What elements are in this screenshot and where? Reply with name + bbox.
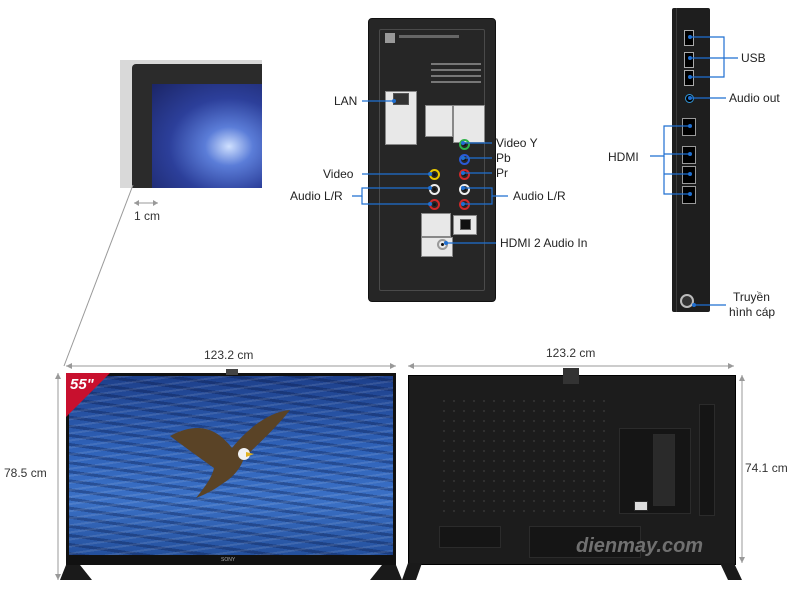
arrow-head	[134, 200, 139, 206]
dot	[688, 56, 692, 60]
hdmi-leader-4	[663, 156, 690, 195]
qr-code	[385, 33, 395, 43]
label-audio-out: Audio out	[729, 91, 780, 105]
label-coax-line1: Truyền	[733, 290, 770, 304]
back-bracket	[439, 526, 501, 548]
digital-audio-out-box	[421, 213, 451, 237]
arrow-head	[55, 373, 61, 379]
stand-foot-right	[370, 565, 402, 580]
back-side-ports	[699, 404, 715, 516]
panel-label-text	[399, 35, 459, 38]
tv-back-view	[408, 375, 736, 565]
dot	[692, 303, 696, 307]
bezel-zoom-inset	[120, 60, 262, 188]
arrow-head	[66, 363, 72, 369]
hdmi-leader-1	[650, 125, 690, 157]
panel-fine-print	[431, 75, 481, 77]
audio-lr-right-leader-bottom	[463, 196, 493, 205]
dim-front-width: 123.2 cm	[204, 348, 254, 362]
rear-connector-panel	[368, 18, 496, 302]
label-usb: USB	[741, 51, 766, 65]
watermark: dienmay.com	[576, 535, 704, 557]
lan-port	[393, 93, 409, 105]
label-audio-lr-right: Audio L/R	[513, 189, 566, 203]
size-badge-text: 55"	[70, 376, 94, 393]
dot	[461, 186, 465, 190]
arrow-head	[153, 200, 158, 206]
dot	[428, 202, 432, 206]
dot	[444, 241, 448, 245]
dot	[688, 152, 692, 156]
label-pr: Pr	[496, 166, 508, 180]
dot	[428, 172, 432, 176]
panel-fine-print	[431, 69, 481, 71]
arrow-head	[739, 375, 745, 381]
arrow-head	[390, 363, 396, 369]
tv-front-view: SONY	[66, 373, 396, 565]
panel-fine-print	[431, 63, 481, 65]
screen-corner	[152, 84, 262, 188]
dot	[688, 172, 692, 176]
stand-foot-left	[60, 565, 92, 580]
label-hdmi2-audio-in: HDMI 2 Audio In	[500, 236, 588, 250]
optical-port	[460, 219, 471, 230]
back-stand-foot-right	[720, 563, 742, 580]
side-panel-edge	[676, 8, 677, 312]
audio-lr-right-leader-top	[463, 187, 508, 197]
dot	[688, 124, 692, 128]
audio-lr-left-leader-top	[352, 187, 430, 197]
label-video-y: Video Y	[496, 136, 538, 150]
arrow-head	[728, 363, 734, 369]
back-stand-foot-left	[402, 563, 422, 580]
vent-holes	[439, 396, 609, 516]
dot	[461, 141, 465, 145]
usb-leader-3	[690, 58, 725, 78]
back-sticker	[634, 501, 648, 511]
video-in-box	[425, 105, 453, 137]
coax-port	[680, 294, 694, 308]
size-badge	[66, 373, 110, 417]
audio-l-jack-right	[459, 184, 470, 195]
eagle-image	[170, 410, 290, 498]
label-hdmi: HDMI	[608, 150, 639, 164]
label-pb: Pb	[496, 151, 511, 165]
inset-pointer-line	[63, 184, 134, 367]
back-top-bracket	[563, 368, 579, 384]
usb-port-2	[684, 52, 694, 68]
pb-jack	[459, 154, 470, 165]
dot	[461, 171, 465, 175]
audio-lr-left-leader-bottom	[361, 196, 430, 205]
label-audio-lr-left: Audio L/R	[290, 189, 343, 203]
usb-leader-1	[690, 36, 738, 59]
dot	[461, 202, 465, 206]
arrow-head	[739, 557, 745, 563]
dot	[688, 96, 692, 100]
pr-jack	[459, 169, 470, 180]
arrow-head	[408, 363, 414, 369]
back-stand-base	[529, 526, 641, 558]
dim-back-height: 74.1 cm	[745, 461, 788, 475]
dim-front-height: 78.5 cm	[4, 466, 47, 480]
label-lan: LAN	[334, 94, 358, 108]
dot	[688, 192, 692, 196]
component-in-box	[453, 105, 485, 143]
dim-back-width: 123.2 cm	[546, 346, 596, 360]
dot	[392, 99, 396, 103]
back-port-strip	[653, 434, 675, 506]
label-coax-line2: hình cáp	[729, 305, 776, 319]
dot	[428, 186, 432, 190]
brand-logo: SONY	[221, 557, 236, 563]
dot	[461, 156, 465, 160]
dot	[688, 35, 692, 39]
dim-bezel: 1 cm	[134, 209, 161, 223]
video-y-jack	[459, 139, 470, 150]
panel-border	[379, 29, 485, 291]
panel-fine-print	[431, 81, 481, 83]
arrow-head	[55, 574, 61, 580]
label-video: Video	[323, 167, 354, 181]
front-camera	[226, 369, 238, 375]
dot	[688, 75, 692, 79]
